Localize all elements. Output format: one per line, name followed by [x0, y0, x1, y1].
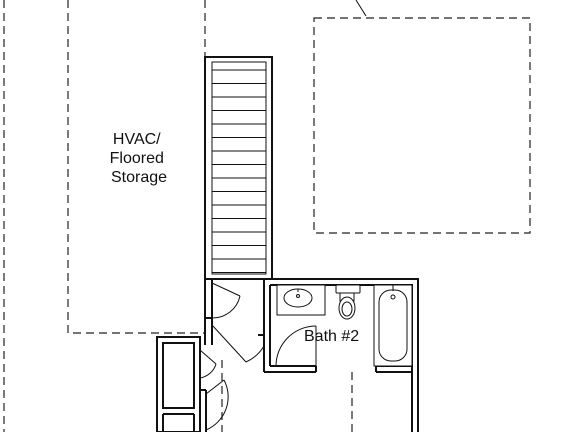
- hvac-label-line-1: HVAC/: [113, 131, 161, 148]
- hvac-label-line-3: Storage: [111, 169, 167, 186]
- attic-dashed-box: [313, 17, 531, 234]
- sink-vanity: [276, 284, 326, 316]
- bath-2-label: Bath #2: [304, 328, 359, 345]
- linen-closet: [156, 336, 229, 432]
- toilet: [335, 284, 361, 320]
- hall-door: [204, 318, 265, 363]
- attic-leader-line: [355, 0, 367, 17]
- hvac-label-line-2: Floored: [110, 150, 164, 167]
- hall-walls: [204, 279, 241, 319]
- staircase: [204, 56, 273, 280]
- stair-treads: [212, 69, 266, 273]
- hvac-storage-label: HVAC/ Floored Storage: [110, 131, 169, 186]
- bathtub: [373, 284, 413, 367]
